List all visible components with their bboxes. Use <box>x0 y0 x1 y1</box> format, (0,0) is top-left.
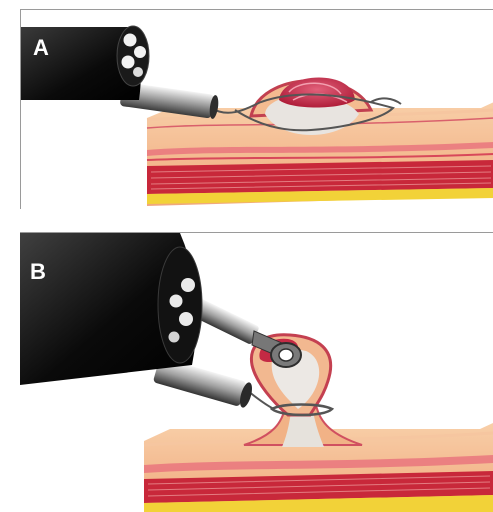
endoscope <box>20 233 202 385</box>
clip <box>271 343 301 367</box>
panel-b-illustration <box>20 233 493 512</box>
panel-a-illustration <box>21 10 493 209</box>
panel-b: B <box>20 232 493 512</box>
panel-label-a: A <box>33 37 49 59</box>
panel-a: A <box>20 9 493 209</box>
panel-label-b: B <box>30 261 46 283</box>
